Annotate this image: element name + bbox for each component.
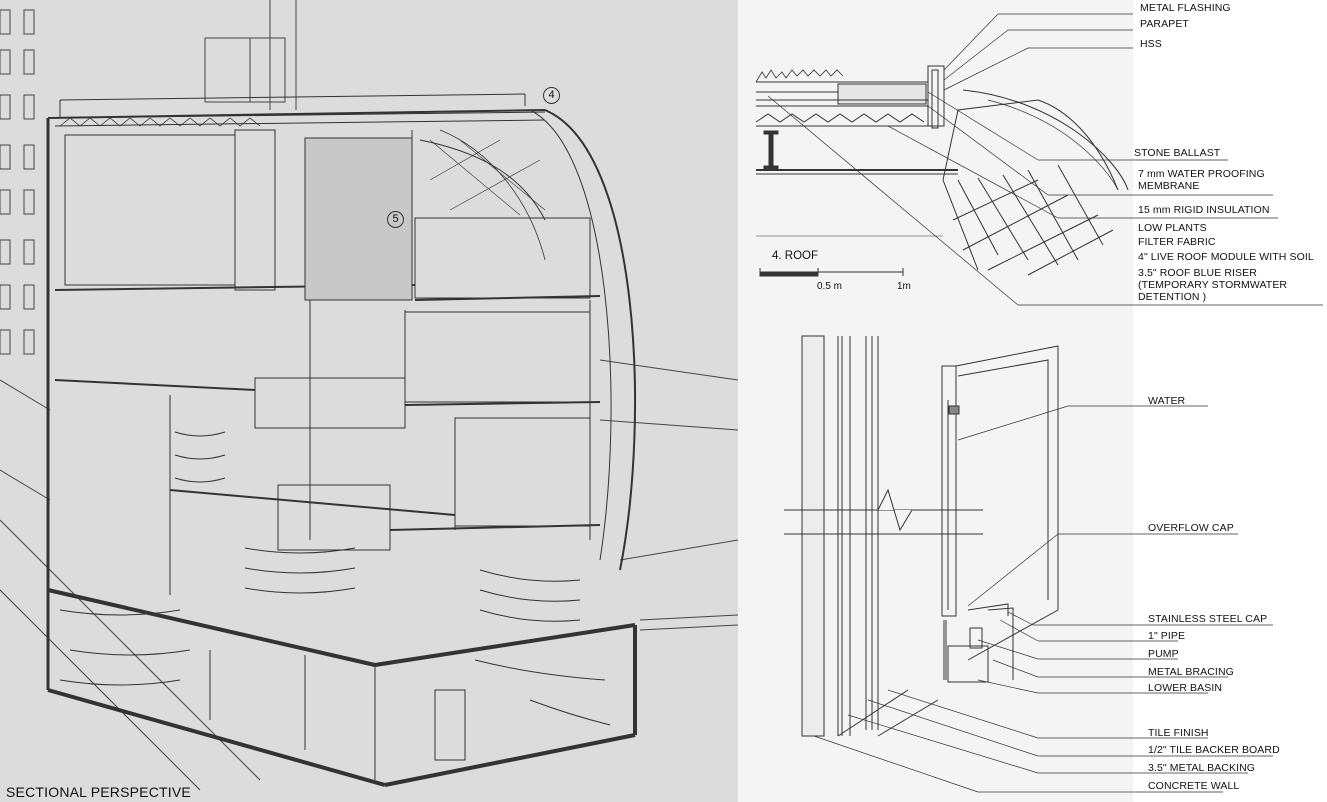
label-pipe: 1" PIPE bbox=[1148, 630, 1186, 642]
roof-and-wall-details-drawing bbox=[755, 13, 1323, 793]
label-metal-flashing: METAL FLASHING bbox=[1140, 2, 1231, 14]
sectional-perspective-drawing bbox=[0, 0, 738, 791]
callout-roof-detail: 4 bbox=[543, 87, 560, 104]
label-stone-ballast: STONE BALLAST bbox=[1134, 147, 1221, 159]
label-metal-bracing: METAL BRACING bbox=[1148, 666, 1234, 678]
label-hss: HSS bbox=[1140, 38, 1162, 50]
scale-label-one-meter: 1m bbox=[897, 281, 911, 292]
label-waterproofing-membrane: 7 mm WATER PROOFING MEMBRANE bbox=[1138, 168, 1265, 192]
sectional-perspective-panel: 4 5 SECTIONAL PERSPECTIVE bbox=[0, 0, 738, 802]
label-strip bbox=[1133, 0, 1327, 802]
label-pump: PUMP bbox=[1148, 648, 1179, 660]
scale-label-half-meter: 0.5 m bbox=[817, 281, 843, 292]
label-lower-basin: LOWER BASIN bbox=[1148, 682, 1223, 694]
callout-wall-detail: 5 bbox=[387, 211, 404, 228]
label-rigid-insulation: 15 mm RIGID INSULATION bbox=[1138, 204, 1270, 216]
sectional-perspective-title: SECTIONAL PERSPECTIVE bbox=[6, 784, 191, 800]
label-tile-backer-board: 1/2" TILE BACKER BOARD bbox=[1148, 744, 1280, 756]
roof-detail-title: 4. ROOF bbox=[772, 250, 819, 262]
details-panel: METAL FLASHING PARAPET HSS STONE BALLAST… bbox=[738, 0, 1327, 802]
label-water: WATER bbox=[1148, 395, 1186, 407]
label-concrete-wall: CONCRETE WALL bbox=[1148, 780, 1240, 792]
label-live-roof-module: 4" LIVE ROOF MODULE WITH SOIL bbox=[1138, 251, 1314, 263]
label-metal-backing: 3.5" METAL BACKING bbox=[1148, 762, 1256, 774]
label-low-plants: LOW PLANTS bbox=[1138, 222, 1207, 234]
label-stainless-steel-cap: STAINLESS STEEL CAP bbox=[1148, 613, 1268, 625]
label-filter-fabric: FILTER FABRIC bbox=[1138, 236, 1216, 248]
label-parapet: PARAPET bbox=[1140, 18, 1189, 30]
label-roof-blue-riser: 3.5" ROOF BLUE RISER (TEMPORARY STORMWAT… bbox=[1138, 267, 1288, 303]
label-tile-finish: TILE FINISH bbox=[1148, 727, 1209, 739]
label-overflow-cap: OVERFLOW CAP bbox=[1148, 522, 1234, 534]
